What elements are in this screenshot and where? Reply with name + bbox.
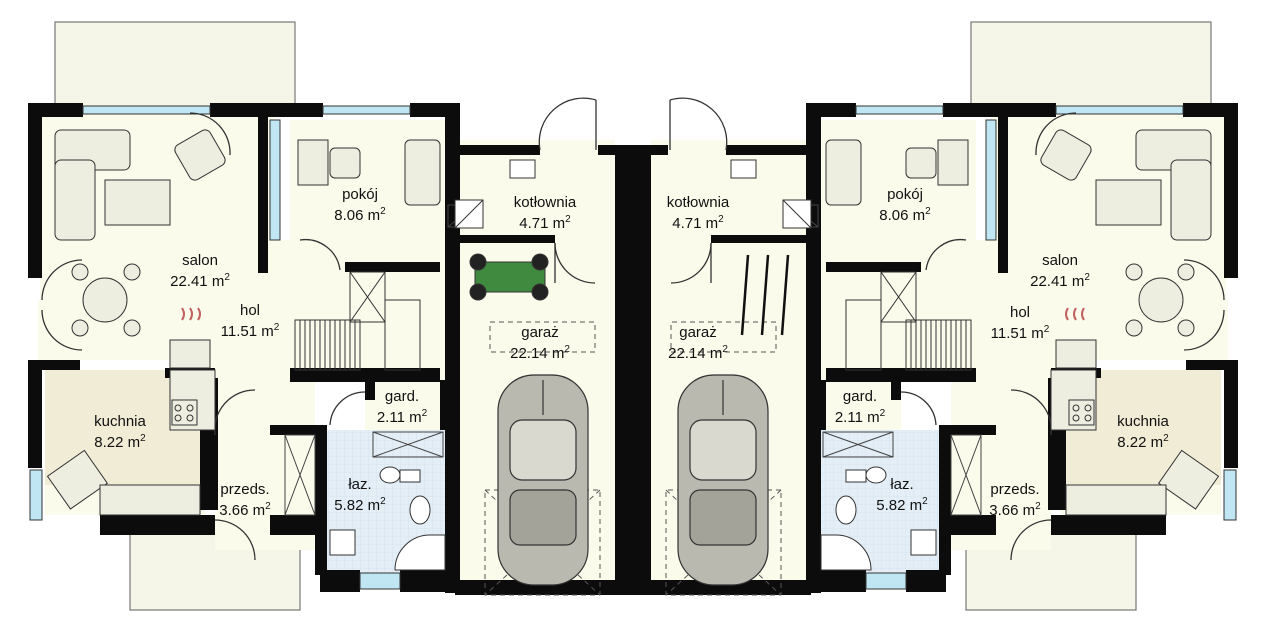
room-label-gard-left: gard. 2.11 m2 [376,388,428,426]
room-label-laz-left: łaz. 5.82 m2 [334,476,386,514]
room-label-kotlownia-left: kotłownia 4.71 m2 [513,194,577,232]
room-label-kuchnia-right: kuchnia 8.22 m2 [1117,413,1169,451]
room-label-garaz-left: garaż 22.14 m2 [510,324,570,362]
party-wall [626,145,642,595]
room-label-przeds-left: przeds. 3.66 m2 [219,481,271,519]
quad-bike-icon [469,253,549,301]
left-unit [27,21,633,611]
room-label-przeds-right: przeds. 3.66 m2 [989,481,1041,519]
room-label-pokoj-right: pokój 8.06 m2 [879,186,931,224]
room-label-gard-right: gard. 2.11 m2 [834,388,886,426]
room-label-hol-left: hol 11.51 m2 [220,302,280,340]
room-label-laz-right: łaz. 5.82 m2 [876,476,928,514]
room-label-hol-right: hol 11.51 m2 [990,304,1050,342]
room-label-garaz-right: garaż 22.14 m2 [668,324,728,362]
room-label-pokoj-left: pokój 8.06 m2 [334,186,386,224]
room-label-kotlownia-right: kotłownia 4.71 m2 [666,194,730,232]
right-unit [633,21,1239,611]
room-label-salon-right: salon 22.41 m2 [1030,252,1090,290]
room-label-kuchnia-left: kuchnia 8.22 m2 [94,413,146,451]
bicycles-icon [740,254,790,336]
room-label-salon-left: salon 22.41 m2 [170,252,230,290]
